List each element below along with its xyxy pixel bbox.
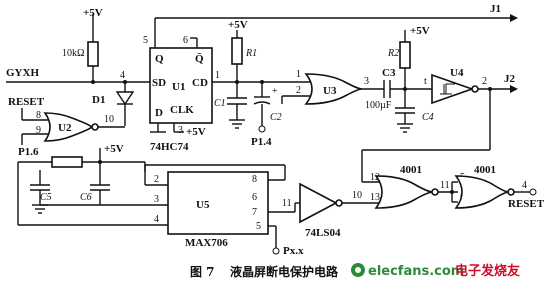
pin-2-u5: 2 (154, 174, 159, 185)
pin-1-u3: 1 (296, 69, 301, 80)
u1-q: Q (155, 53, 164, 65)
u1-d: D (155, 107, 163, 119)
pin-10-u2: 10 (104, 114, 114, 125)
pin-1-u1: 1 (215, 70, 220, 81)
u5-part: MAX706 (185, 237, 228, 249)
j2-label: J2 (504, 73, 516, 85)
c3-value: 100µF (365, 100, 392, 111)
u4-schmitt-inverter (431, 73, 479, 105)
inv-part: 74LS04 (305, 227, 341, 239)
r-10k-label: 10kΩ (62, 48, 84, 59)
vcc-label-u1: +5V (186, 126, 206, 138)
p16-label: P1.6 (18, 146, 39, 158)
elecfans-logo (351, 263, 365, 277)
d1-label: D1 (92, 94, 105, 106)
c1-label: C1 (214, 98, 226, 109)
pin-8-u5: 8 (252, 174, 257, 185)
c2-label: C2 (270, 112, 282, 123)
pin-11-inv: 11 (282, 198, 292, 209)
ground-c1 (229, 119, 245, 129)
c2-plus: + (272, 86, 278, 97)
c3-label: C3 (382, 67, 396, 79)
vcc-label-c6: +5V (104, 143, 124, 155)
pin-8: 8 (36, 110, 41, 121)
g4001b-label: 4001 (474, 164, 496, 176)
j1-label: J1 (490, 3, 501, 15)
pin-6-u1: 6 (183, 35, 188, 46)
pin-6-u5: 6 (252, 192, 257, 203)
pin-3-u3: 3 (364, 76, 369, 87)
pin-4-g: 4 (522, 180, 527, 191)
p14-label: P1.4 (251, 136, 272, 148)
pin-13: 13 (370, 192, 380, 203)
nor-gate-4001-b (454, 175, 515, 209)
c6-label: C6 (80, 192, 92, 203)
u1-part: 74HC74 (150, 141, 189, 153)
u1-qbar: Q̄ (195, 53, 204, 65)
u1-flipflop (149, 47, 213, 124)
watermark-site: elecfans.com (368, 264, 464, 279)
vcc-label-1: +5V (83, 7, 103, 19)
pin-7-u5: 7 (252, 207, 257, 218)
inverter-74ls04 (299, 182, 343, 224)
u1-clk: CLK (170, 104, 194, 116)
u1-name: U1 (172, 81, 185, 93)
pxx-label: Px.x (283, 245, 304, 257)
pullup-10k (87, 20, 99, 84)
vcc-label-r2: +5V (410, 25, 430, 37)
u5-max706 (167, 171, 269, 235)
u5-name: U5 (196, 199, 210, 211)
figure-number: 图 7 (190, 265, 215, 279)
u3-nor-gate (304, 73, 363, 105)
pin-3-u1: 3 (178, 125, 183, 136)
g4001a-label: 4001 (400, 164, 422, 176)
pin-2-u4: 2 (482, 76, 487, 87)
pin-9: 9 (36, 125, 41, 136)
c5-label: C5 (40, 192, 52, 203)
r2-label: R2 (387, 48, 399, 59)
u2-label: U2 (58, 122, 72, 134)
pin-5-u1: 5 (143, 35, 148, 46)
u1-cd: CD (192, 77, 208, 89)
ground-c5 (32, 204, 48, 214)
pin-3-u5: 3 (154, 194, 159, 205)
ground-c4 (397, 123, 413, 133)
diode-d1 (115, 80, 135, 126)
vcc-label-r1: +5V (228, 19, 248, 31)
pin-10-inv: 10 (352, 190, 362, 201)
pin-4-u1: 4 (120, 70, 125, 81)
figure-title: 液晶屏断电保护电路 (230, 264, 339, 279)
pin-11-g: 11 (440, 180, 450, 191)
pin-2-u3: 2 (296, 85, 301, 96)
pin-12: 12 (370, 172, 380, 183)
pin-4-u5: 4 (154, 214, 159, 225)
u1-sd: SD (152, 77, 166, 89)
u3-label: U3 (323, 85, 337, 97)
pin-5-u5: 5 (256, 221, 261, 232)
u2-nand-gate (43, 112, 99, 142)
watermark-cn: 电子发烧友 (455, 263, 520, 279)
reset-out-label: RESET (508, 198, 545, 210)
reset-in-label: RESET (8, 96, 45, 108)
nor-gate-4001-a (374, 175, 439, 209)
gyxh-label: GYXH (6, 67, 39, 79)
r1-label: R1 (245, 48, 257, 59)
u4-label: U4 (450, 67, 464, 79)
pin-t: t (424, 76, 427, 87)
c4-label: C4 (422, 112, 434, 123)
